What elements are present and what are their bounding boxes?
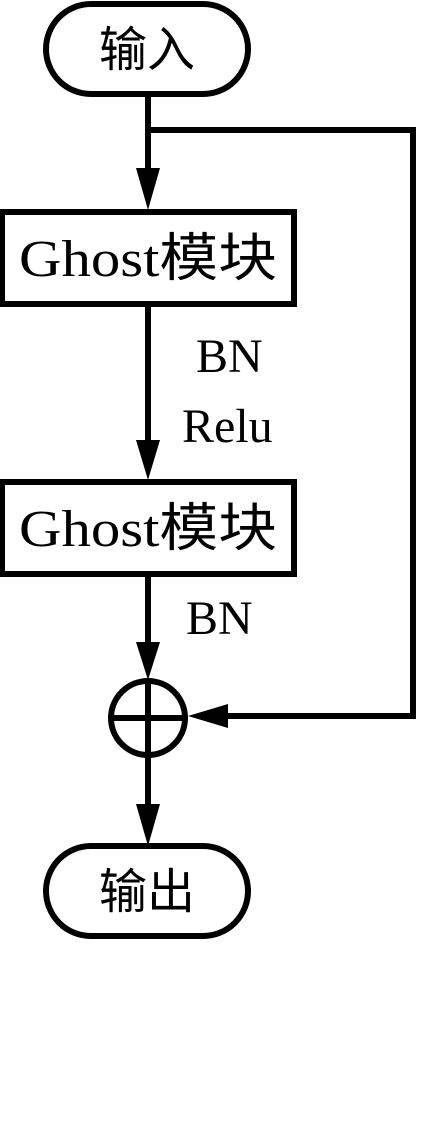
arrowhead-output: [136, 804, 160, 846]
ghost-block-2-shape: [0, 479, 297, 577]
ghost-block-2: Ghost模块: [0, 479, 297, 577]
edge-label-bn-1: BN: [196, 330, 263, 383]
input-node: 输入: [43, 1, 251, 97]
ghost-block-2-label: Ghost模块: [19, 501, 277, 558]
edge-skip-connection: [148, 127, 416, 719]
arrowhead-skip-connection: [188, 704, 228, 728]
ghost-block-1-shape: [0, 209, 297, 307]
edge-label-relu: Relu: [182, 400, 273, 453]
ghost-block-1: Ghost模块: [0, 209, 297, 307]
add-node: [108, 678, 188, 758]
arrowhead-ghost-1: [136, 168, 160, 210]
edge-label-bn-2: BN: [186, 592, 253, 645]
output-node-label: 输出: [99, 864, 195, 920]
output-node: 输出: [43, 843, 251, 939]
output-node-shape: [43, 843, 251, 939]
ghost-block-1-label: Ghost模块: [19, 231, 277, 288]
arrowhead-add: [136, 642, 160, 680]
input-node-label: 输入: [99, 22, 195, 78]
arrowhead-ghost-2: [136, 440, 160, 480]
